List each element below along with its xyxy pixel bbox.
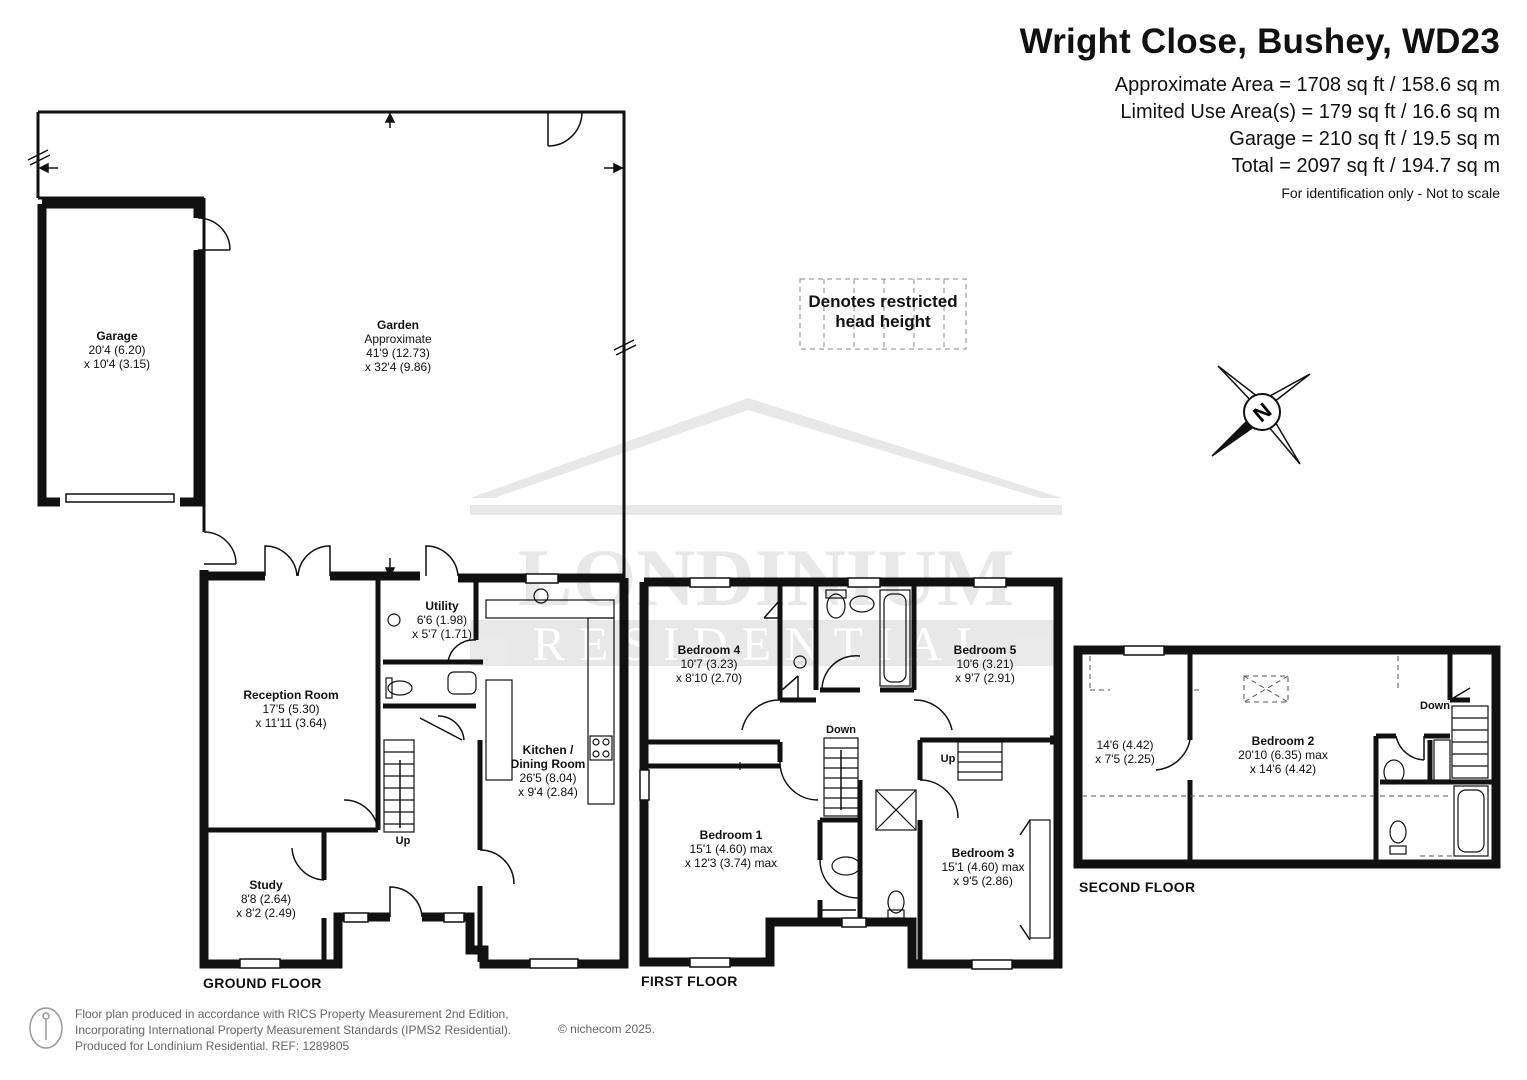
stair-down-first: Down (826, 724, 856, 736)
room-dim: x 14'6 (4.42) (1249, 762, 1317, 776)
legend-line2: head height (835, 312, 931, 331)
room-dim: x 9'4 (2.84) (518, 785, 578, 799)
room-dim: x 7'5 (2.25) (1095, 752, 1155, 766)
garden-outline (36, 110, 626, 578)
total-area: Total = 2097 sq ft / 194.7 sq m (1231, 155, 1501, 177)
room-name: Study (249, 878, 283, 892)
garage-area: Garage = 210 sq ft / 19.5 sq m (1229, 128, 1500, 150)
first-floor-windows (639, 577, 1013, 970)
room-name: Garden (376, 318, 419, 332)
second-floor-walls (1073, 645, 1501, 869)
room-name: Utility (425, 599, 459, 613)
room-study: Study 8'8 (2.64) x 8'2 (2.49) (236, 878, 296, 920)
room-dim: 15'1 (4.60) max (941, 860, 1025, 874)
garage-walls (37, 199, 203, 507)
footer-line-1: Floor plan produced in accordance with R… (75, 1007, 509, 1021)
room-reception: Reception Room 17'5 (5.30) x 11'11 (3.64… (243, 688, 338, 730)
room-bedroom-2: Bedroom 2 20'10 (6.35) max x 14'6 (4.42) (1238, 734, 1328, 776)
room-utility: Utility 6'6 (1.98) x 5'7 (1.71) (412, 599, 472, 641)
room-dim: x 12'3 (3.74) max (684, 856, 778, 870)
room-name: Garage (96, 329, 138, 343)
room-dim: 14'6 (4.42) (1096, 738, 1154, 752)
room-dim: x 8'10 (2.70) (675, 671, 743, 685)
room-kitchen-dining: Kitchen / Dining Room 26'5 (8.04) x 9'4 … (511, 743, 586, 799)
room-dim: x 32'4 (9.86) (364, 360, 432, 374)
room-name: Bedroom 4 (677, 643, 741, 657)
page-title: Wright Close, Bushey, WD23 (1019, 22, 1500, 61)
stair-up-ground: Up (395, 835, 411, 847)
stair-down-second: Down (1420, 700, 1450, 712)
room-dim: x 8'2 (2.49) (236, 906, 296, 920)
room-dim: 15'1 (4.60) max (689, 842, 773, 856)
room-bedroom-4: Bedroom 4 10'7 (3.23) x 8'10 (2.70) (676, 643, 742, 685)
garden-gate (547, 111, 583, 147)
room-dim: x 10'4 (3.15) (83, 357, 151, 371)
room-name: Dining Room (510, 757, 586, 771)
legend-line1: Denotes restricted (808, 292, 958, 311)
first-floor-fixtures (739, 589, 1051, 939)
second-floor-inner-walls (1187, 654, 1492, 860)
garage-door (65, 217, 231, 503)
ground-floor-stairs (383, 739, 415, 833)
room-name: Bedroom 5 (953, 643, 1017, 657)
room-name: Kitchen / (522, 743, 574, 757)
room-garden: Garden Approximate 41'9 (12.73) x 32'4 (… (364, 318, 431, 374)
room-dim: Approximate (364, 332, 432, 346)
restricted-height-legend: Denotes restricted head height (798, 292, 968, 332)
ground-floor-windows (239, 573, 579, 969)
ground-floor-label: GROUND FLOOR (203, 975, 322, 991)
room-dim: 41'9 (12.73) (366, 346, 430, 360)
room-name: Bedroom 1 (699, 828, 763, 842)
room-dim: 17'5 (5.30) (262, 702, 320, 716)
watermark-line2: RESIDENTIAL (533, 618, 999, 671)
room-dim: 8'8 (2.64) (240, 892, 292, 906)
scale-note: For identification only - Not to scale (1281, 185, 1500, 201)
room-dim: x 5'7 (1.71) (412, 627, 472, 641)
room-dim: x 11'11 (3.64) (255, 716, 327, 730)
garden-arrows (27, 112, 637, 578)
first-floor-inner-walls (648, 586, 1054, 960)
room-dim: 20'10 (6.35) max (1238, 748, 1328, 762)
footer-line-2: Incorporating International Property Mea… (75, 1023, 512, 1037)
room-second-floor-left: 14'6 (4.42) x 7'5 (2.25) (1095, 738, 1155, 766)
room-name: Bedroom 2 (1251, 734, 1315, 748)
watermark: LONDINIUM RESIDENTIAL (470, 398, 1062, 671)
ground-floor-doors (203, 531, 515, 918)
ground-floor-inner-walls (208, 578, 483, 962)
copyright: © nichecom 2025. (558, 1022, 655, 1036)
second-floor-doors (1155, 687, 1471, 771)
first-floor-stairs (823, 737, 1003, 817)
second-floor-windows (1123, 645, 1165, 656)
second-floor-label: SECOND FLOOR (1079, 879, 1196, 895)
room-dim: 20'4 (6.20) (88, 343, 146, 357)
footer-line-3: Produced for Londinium Residential. REF:… (75, 1039, 350, 1053)
first-floor-doors (741, 599, 1031, 941)
room-name: Bedroom 3 (951, 846, 1015, 860)
second-floor-fixtures (1383, 705, 1489, 857)
room-bedroom-3: Bedroom 3 15'1 (4.60) max x 9'5 (2.86) (942, 846, 1025, 888)
first-floor-label: FIRST FLOOR (641, 973, 738, 989)
person-icon (29, 1007, 63, 1049)
room-bedroom-1: Bedroom 1 15'1 (4.60) max x 12'3 (3.74) … (685, 828, 777, 870)
room-dim: 6'6 (1.98) (416, 613, 468, 627)
stair-up-first: Up (940, 753, 956, 765)
room-dim: 10'6 (3.21) (956, 657, 1014, 671)
room-garage: Garage 20'4 (6.20) x 10'4 (3.15) (84, 329, 150, 371)
approximate-area: Approximate Area = 1708 sq ft / 158.6 sq… (1114, 74, 1500, 96)
room-bedroom-5: Bedroom 5 10'6 (3.21) x 9'7 (2.91) (954, 643, 1017, 685)
room-dim: x 9'5 (2.86) (953, 874, 1013, 888)
kitchen-fixtures (385, 588, 615, 805)
limited-use-area: Limited Use Area(s) = 179 sq ft / 16.6 s… (1120, 101, 1500, 123)
footer-note: Floor plan produced in accordance with R… (75, 1006, 511, 1054)
room-name: Reception Room (243, 688, 339, 702)
room-dim: x 9'7 (2.91) (955, 671, 1015, 685)
room-dim: 10'7 (3.23) (680, 657, 738, 671)
restricted-height-legend-box (799, 278, 967, 350)
restricted-height-lines (1082, 656, 1490, 857)
room-dim: 26'5 (8.04) (519, 771, 577, 785)
compass-rose: N (1211, 365, 1311, 465)
